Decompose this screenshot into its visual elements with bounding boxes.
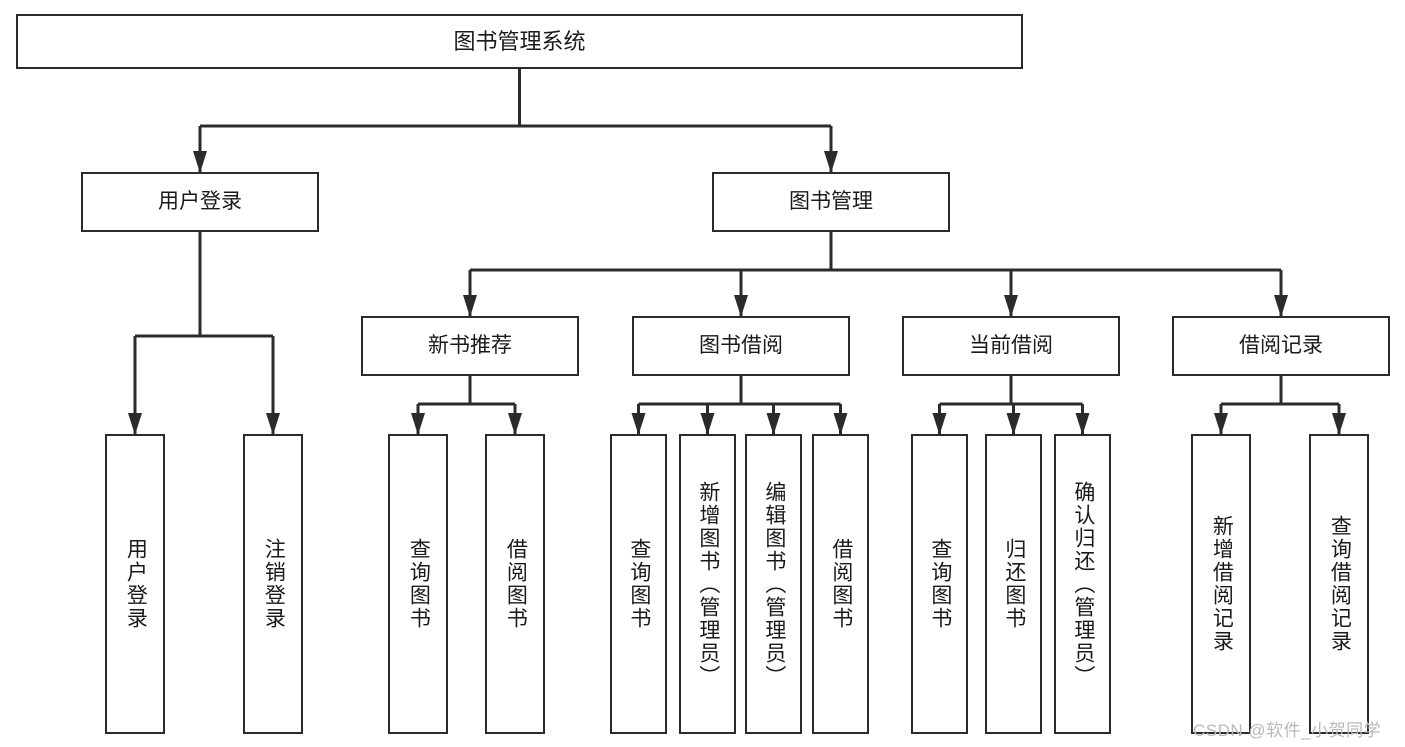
node-leaf-query-record[interactable]: 查询借阅记录 (1309, 434, 1369, 734)
node-label: 归还图书 (1002, 538, 1026, 630)
node-new-book-rec[interactable]: 新书推荐 (361, 316, 579, 376)
node-leaf-return-book[interactable]: 归还图书 (985, 434, 1042, 734)
node-label: 图书管理 (789, 189, 873, 213)
node-label: 查询借阅记录 (1328, 515, 1352, 653)
node-leaf-add-book[interactable]: 新增图书（管理员） (679, 434, 736, 734)
node-borrow-record[interactable]: 借阅记录 (1172, 316, 1390, 376)
node-leaf-confirm-return[interactable]: 确认归还（管理员） (1054, 434, 1111, 734)
node-leaf-edit-book[interactable]: 编辑图书（管理员） (745, 434, 802, 734)
node-label: 图书借阅 (699, 333, 783, 357)
node-label: 查询图书 (407, 538, 431, 630)
node-leaf-borrow-book-2[interactable]: 借阅图书 (812, 434, 869, 734)
node-leaf-borrow-book-1[interactable]: 借阅图书 (485, 434, 545, 734)
node-label: 注销登录 (262, 538, 286, 630)
node-label: 借阅图书 (829, 538, 853, 630)
node-root[interactable]: 图书管理系统 (16, 14, 1023, 69)
node-label: 借阅图书 (504, 538, 528, 630)
node-label: 当前借阅 (969, 333, 1053, 357)
node-leaf-logout[interactable]: 注销登录 (243, 434, 303, 734)
node-leaf-query-book-1[interactable]: 查询图书 (388, 434, 448, 734)
node-user-login[interactable]: 用户登录 (81, 172, 319, 232)
node-label: 用户登录 (158, 189, 242, 213)
node-label: 新书推荐 (428, 333, 512, 357)
node-label: 新增借阅记录 (1210, 515, 1234, 653)
node-leaf-query-book-3[interactable]: 查询图书 (911, 434, 968, 734)
node-leaf-user-login[interactable]: 用户登录 (105, 434, 165, 734)
node-book-borrow[interactable]: 图书借阅 (632, 316, 850, 376)
node-label: 查询图书 (627, 538, 651, 630)
node-current-borrow[interactable]: 当前借阅 (902, 316, 1120, 376)
node-label: 新增图书（管理员） (696, 480, 720, 688)
node-label: 借阅记录 (1239, 333, 1323, 357)
node-label: 查询图书 (928, 538, 952, 630)
node-label: 编辑图书（管理员） (762, 480, 786, 688)
node-label: 用户登录 (124, 538, 148, 630)
node-book-manage[interactable]: 图书管理 (712, 172, 950, 232)
node-label: 图书管理系统 (453, 28, 586, 54)
node-leaf-query-book-2[interactable]: 查询图书 (610, 434, 667, 734)
node-label: 确认归还（管理员） (1071, 480, 1095, 688)
node-leaf-add-record[interactable]: 新增借阅记录 (1191, 434, 1251, 734)
